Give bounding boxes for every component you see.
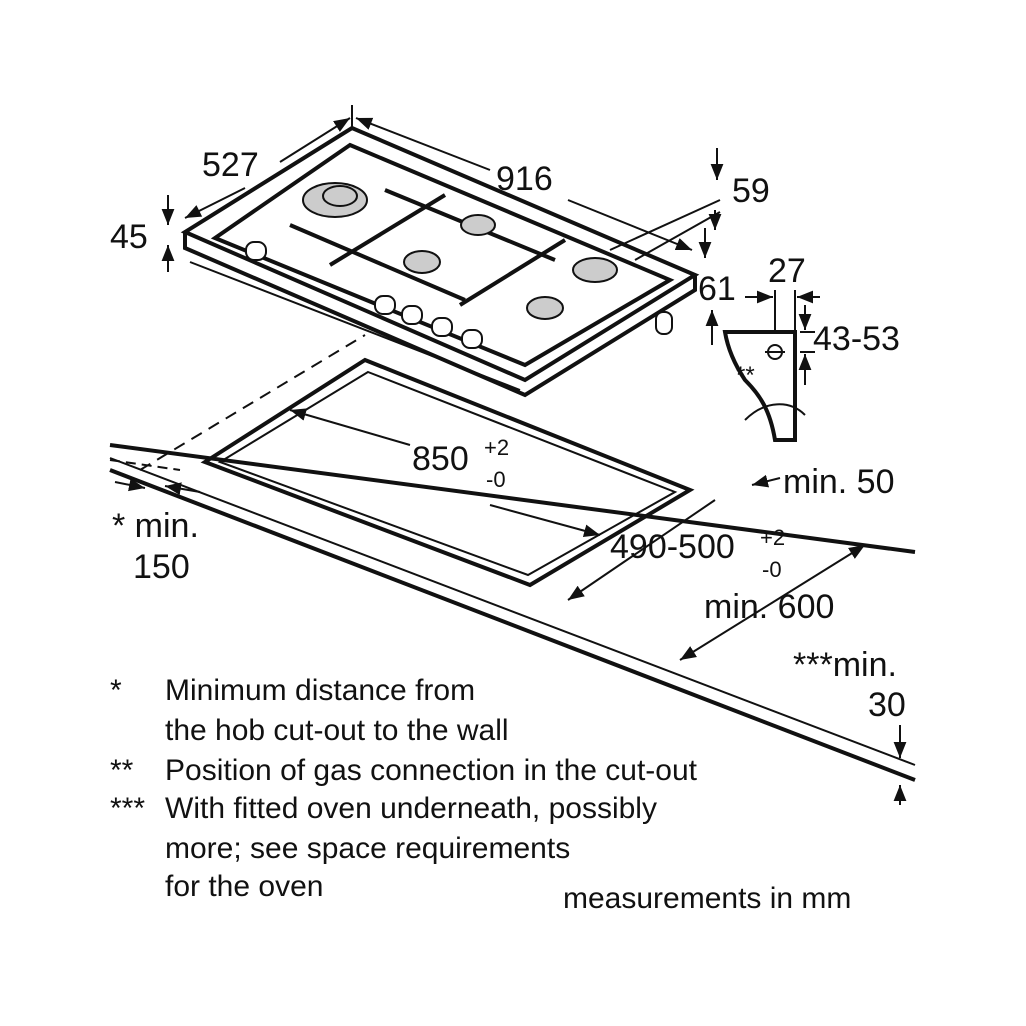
hob (180, 125, 700, 398)
dim-cutout-depth: 490-500 (610, 528, 735, 566)
dim-cutout-width: 850 (412, 440, 469, 478)
burners (302, 182, 618, 320)
gas-connection-bracket (722, 290, 815, 442)
worktop (109, 334, 916, 782)
dim-height: 45 (110, 218, 148, 256)
note-text: more; see space requirements (165, 832, 570, 865)
dim-right-top: 59 (732, 172, 770, 210)
hob-cutout (200, 357, 695, 588)
control-knobs (245, 241, 673, 349)
dim-min-front: min. 600 (704, 588, 834, 626)
tol-plus: +2 (484, 435, 509, 460)
dim-min-wall: * min. (112, 507, 199, 545)
dim-width: 916 (496, 160, 553, 198)
note-marker: * (110, 674, 122, 707)
note-text: for the oven (165, 870, 323, 903)
units-note: measurements in mm (563, 882, 851, 915)
note-text: With fitted oven underneath, possibly (165, 792, 657, 825)
dim-gas-offset: 27 (768, 252, 806, 290)
tol-minus: -0 (486, 467, 506, 492)
note-text: Minimum distance from (165, 674, 475, 707)
dimension-lines (114, 105, 907, 805)
burner (572, 257, 618, 283)
footnotes: * Minimum distance from the hob cut-out … (110, 674, 698, 903)
burner (403, 250, 441, 274)
note-text: the hob cut-out to the wall (165, 714, 509, 747)
note-text: Position of gas connection in the cut-ou… (165, 754, 698, 787)
note-marker: *** (110, 792, 145, 825)
gas-marker: ** (736, 362, 755, 389)
note-marker: ** (110, 754, 134, 787)
burner (460, 214, 496, 236)
dim-right-side: 61 (698, 270, 736, 308)
dim-min-wall-value: 150 (133, 548, 190, 586)
burner (526, 296, 564, 320)
dim-min-back: min. 50 (783, 463, 895, 501)
dim-gas-height: 43-53 (813, 320, 900, 358)
dim-min-thickness: ***min. (793, 646, 897, 684)
dim-depth: 527 (202, 146, 259, 184)
dim-min-thickness-value: 30 (868, 686, 906, 724)
tol-plus: +2 (760, 525, 785, 550)
tol-minus: -0 (762, 557, 782, 582)
